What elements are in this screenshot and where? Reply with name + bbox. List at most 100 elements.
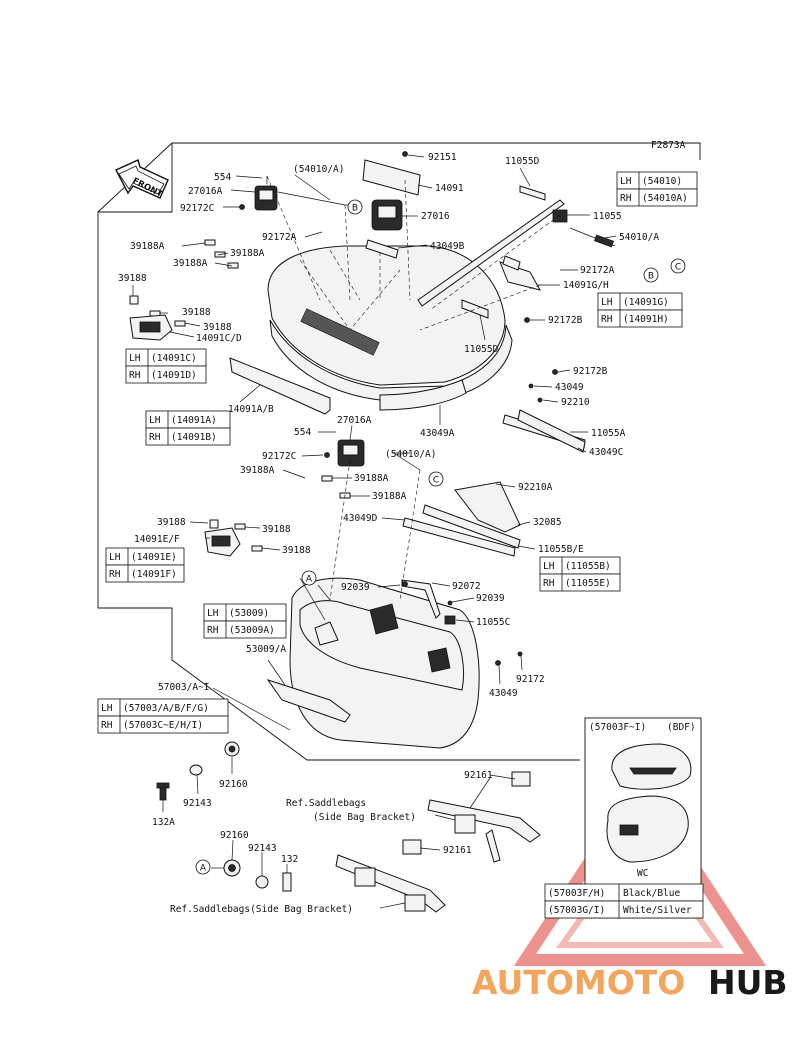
part-label: 92151 <box>428 152 457 163</box>
variant-tables: LH (54010) RH (54010A) LH (14091G) RH (14091H) L… <box>97 171 698 734</box>
table-side: RH <box>207 625 219 636</box>
table-code: (14091A) <box>171 415 217 426</box>
part-label: 11055A <box>591 428 626 439</box>
plate-11055D-top <box>519 185 546 201</box>
part-label: 92143 <box>248 843 277 854</box>
part-label: 14091E/F <box>134 534 180 545</box>
part-label: 92210A <box>518 482 553 493</box>
table-side: LH <box>543 561 555 572</box>
cable-54010-mid <box>394 453 421 471</box>
screw-92039-b <box>447 600 453 606</box>
part-label: 43049 <box>555 382 584 393</box>
part-label: 32085 <box>533 517 562 528</box>
rod-11055D <box>417 199 565 307</box>
part-label: 43049A <box>420 428 455 439</box>
rail-43049D <box>402 517 516 557</box>
table-code: (53009) <box>229 608 269 619</box>
inset-caption: WC <box>637 868 648 879</box>
part-label: 43049B <box>430 241 465 252</box>
table-side: RH <box>101 720 113 731</box>
side-bag-bracket-lower <box>335 839 446 913</box>
part-label: 92039 <box>341 582 370 593</box>
front-arrow-icon: FRONT <box>115 159 169 200</box>
grommet-92160 <box>224 741 240 757</box>
color-name: White/Silver <box>623 905 692 916</box>
part-label: 39188A <box>130 241 165 252</box>
washer-43049 <box>528 383 534 389</box>
part-label: 92172A <box>262 232 297 243</box>
inset-title: (57003F~I) <box>589 722 646 733</box>
part-label: 11055B/E <box>538 544 584 555</box>
part-label: 27016A <box>188 186 223 197</box>
table-code: (14091D) <box>151 370 197 381</box>
svg-text:A: A <box>306 575 313 585</box>
cable-end-right <box>594 234 614 248</box>
table-code: (11055E) <box>565 578 611 589</box>
table-code: (54010) <box>642 176 682 187</box>
table-side: RH <box>149 432 161 443</box>
reference-note: (Side Bag Bracket) <box>313 812 416 823</box>
color-variant-inset: (57003F~I) (BDF) WC (57003F/H)Black/Blue… <box>544 717 704 919</box>
table-code: (14091H) <box>623 314 669 325</box>
bolt-132 <box>282 872 292 892</box>
trim-plate <box>229 357 331 415</box>
part-label: 39188 <box>262 524 291 535</box>
collar-92143-b <box>255 875 269 889</box>
table-code: (14091C) <box>151 353 197 364</box>
part-label: 92161 <box>443 845 472 856</box>
part-label: 14091 <box>435 183 464 194</box>
table-side: LH <box>149 415 161 426</box>
variant-table: LH(14091C)RH(14091D) <box>125 348 207 384</box>
part-label: 43049D <box>343 513 378 524</box>
table-code: (14091G) <box>623 297 669 308</box>
table-side: LH <box>601 297 613 308</box>
table-code: (11055B) <box>565 561 611 572</box>
variant-table: LH(14091A)RH(14091B) <box>145 410 231 446</box>
table-side: RH <box>601 314 613 325</box>
table-code: (54010A) <box>642 193 688 204</box>
color-table: (57003F/H)Black/Blue(57003G/I)White/Silv… <box>544 883 704 919</box>
part-label: 92172A <box>580 265 615 276</box>
color-code: (57003G/I) <box>548 905 605 916</box>
part-label: 27016 <box>421 211 450 222</box>
part-label: (54010/A) <box>293 164 344 175</box>
part-label: 39188 <box>203 322 232 333</box>
variant-table: LH(57003/A/B/F/G)RH(57003C~E/H/I) <box>97 698 229 734</box>
inset-lid-drawing <box>611 743 692 790</box>
latch-27016 <box>371 199 403 231</box>
svg-text:B: B <box>648 272 654 282</box>
reference-circles: B C B C A A <box>195 199 686 875</box>
part-label: 554 <box>214 172 231 183</box>
reflector-53009A <box>266 679 351 723</box>
leader-lines <box>132 154 617 909</box>
hinge-14091 <box>362 151 421 196</box>
table-side: RH <box>620 193 632 204</box>
striker-14091EF <box>204 527 241 557</box>
part-label: 39188 <box>182 307 211 318</box>
svg-text:B: B <box>352 204 358 214</box>
part-label: 39188 <box>157 517 186 528</box>
watermark-hub: HUB <box>708 963 788 1002</box>
lid-base-trim <box>379 379 467 411</box>
svg-text:C: C <box>675 263 681 273</box>
table-side: LH <box>207 608 219 619</box>
inset-tag: (BDF) <box>667 722 696 733</box>
part-label: 11055D <box>505 156 540 167</box>
panel-32085 <box>454 481 521 533</box>
striker-14091CD <box>129 314 173 341</box>
part-label: 43049 <box>489 688 518 699</box>
part-label: 92172B <box>548 315 583 326</box>
collar-92143 <box>189 764 203 776</box>
part-label: 132 <box>281 854 298 865</box>
spacer-92210 <box>537 397 543 403</box>
svg-text:A: A <box>200 864 207 874</box>
screw-92172B-right <box>552 369 558 375</box>
part-label: 92160 <box>220 830 249 841</box>
hinge-14091GH <box>499 255 541 291</box>
variant-table: LH(53009)RH(53009A) <box>203 603 287 639</box>
table-side: LH <box>129 353 141 364</box>
figure-code: F2873A <box>651 140 686 151</box>
part-label: 39188A <box>372 491 407 502</box>
part-label: (54010/A) <box>385 449 436 460</box>
table-side: RH <box>109 569 121 580</box>
